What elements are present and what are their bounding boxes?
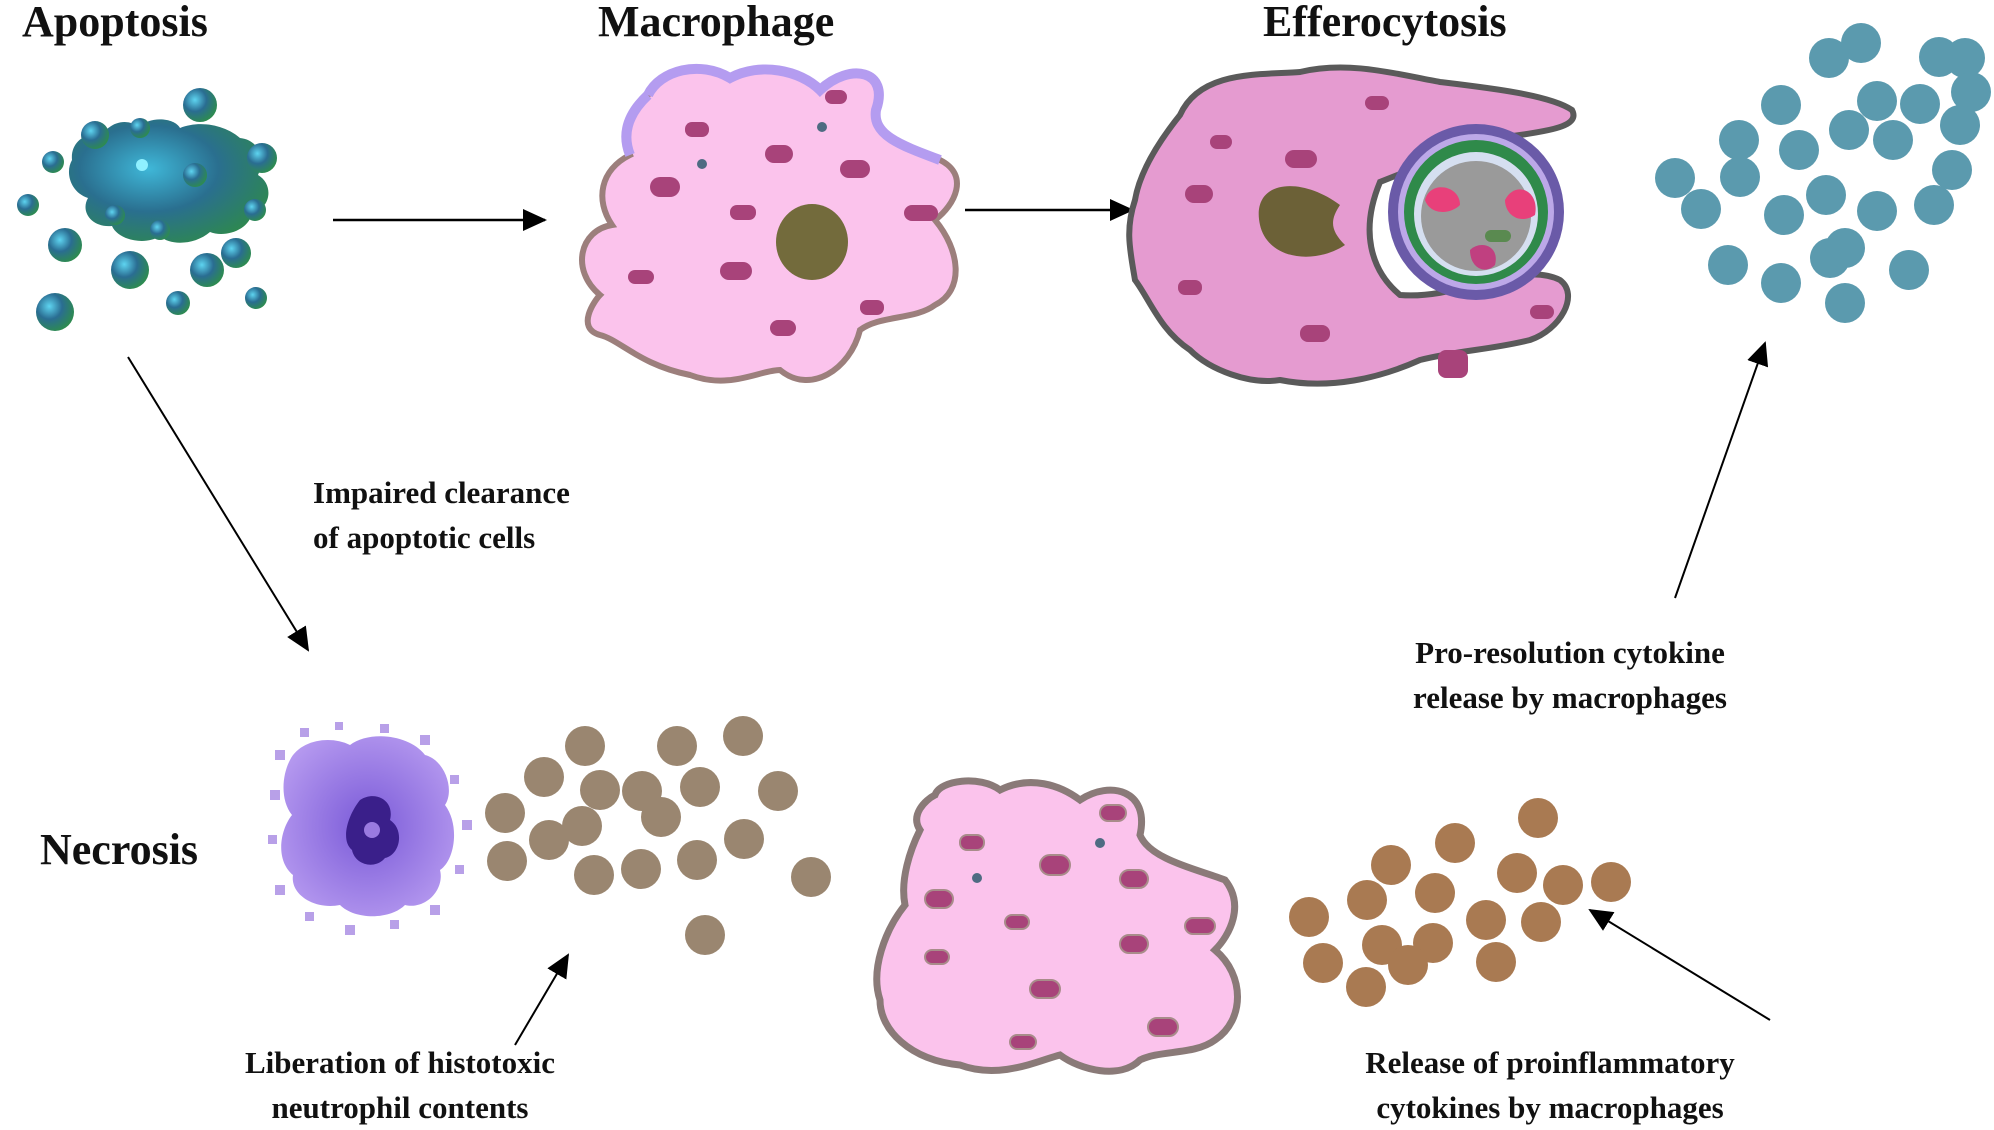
necrosis-title: Necrosis [40,825,199,874]
necrotic-debris-icon [485,716,831,955]
proinflammatory-line-2: cytokines by macrophages [1376,1090,1724,1125]
arrow-liberation [514,953,570,1046]
liberation-line-1: Liberation of histotoxic [245,1045,555,1080]
efferocytosis-icon [1126,64,1577,387]
pro-resolution-line-1: Pro-resolution cytokine [1415,635,1725,670]
apoptotic-cell-icon [17,88,277,331]
pro-resolution-label: Pro-resolution cytokine release by macro… [1370,630,1770,720]
impaired-clearance-line-2: of apoptotic cells [313,520,536,555]
impaired-clearance-line-1: Impaired clearance [313,475,570,510]
macrophage-title: Macrophage [598,0,835,46]
arrow-apoptosis-to-necrosis [127,356,310,652]
pro-resolution-cytokines-icon [1655,23,1991,323]
pro-resolution-line-2: release by macrophages [1413,680,1727,715]
arrow-proinflammatory [1588,908,1771,1021]
efferocytosis-title: Efferocytosis [1263,0,1507,46]
impaired-clearance-label: Impaired clearance of apoptotic cells [313,470,570,560]
macrophage-icon [579,63,960,384]
proinflammatory-macrophage-icon [873,777,1241,1075]
arrow-to-pro-resolution [1674,341,1769,599]
liberation-label: Liberation of histotoxic neutrophil cont… [200,1040,600,1130]
proinflammatory-cytokines-icon [1289,798,1631,1007]
necrotic-neutrophil-icon [268,722,472,935]
apoptosis-title: Apoptosis [22,0,208,46]
proinflammatory-line-1: Release of proinflammatory [1365,1045,1735,1080]
proinflammatory-label: Release of proinflammatory cytokines by … [1320,1040,1780,1130]
liberation-line-2: neutrophil contents [271,1090,529,1125]
